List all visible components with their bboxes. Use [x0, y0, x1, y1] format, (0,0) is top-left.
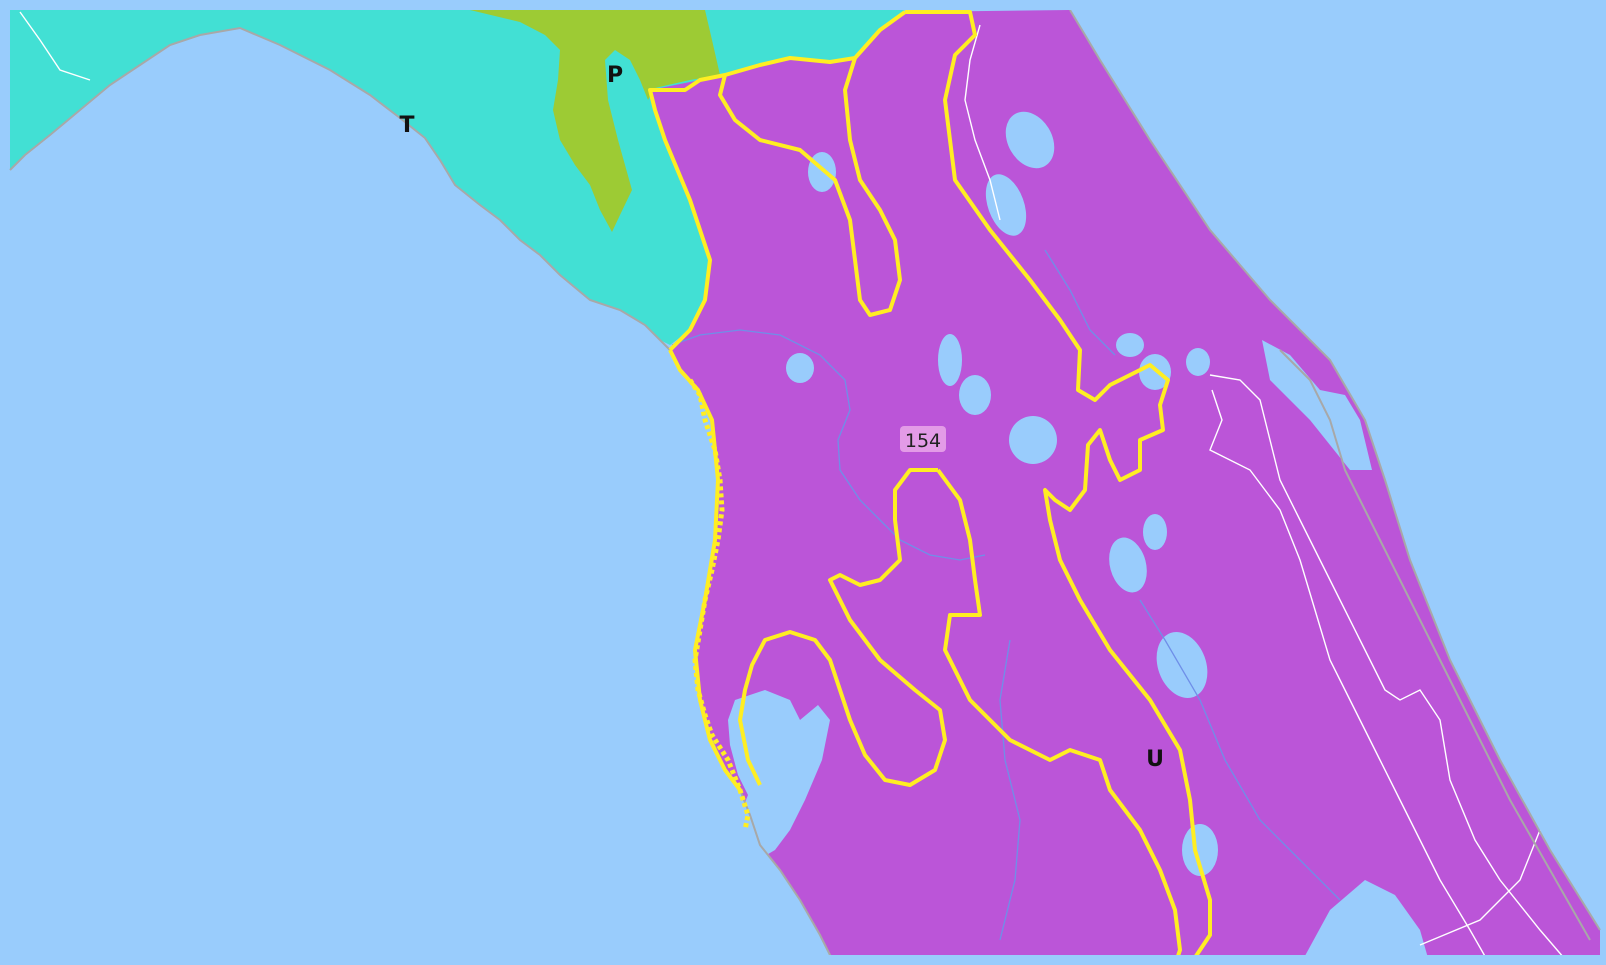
tampa-bay-water — [728, 690, 830, 860]
south-bay-water — [1300, 880, 1430, 965]
area-number-badge: 154 — [900, 426, 946, 452]
county-lines — [19, 11, 1571, 965]
east-lagoon-water — [1262, 340, 1372, 470]
frame-top-margin — [0, 0, 1606, 10]
zone-boundaries — [648, 10, 1212, 965]
area-number-label: 154 — [905, 430, 941, 452]
lakes — [786, 111, 1218, 876]
rivers — [671, 249, 1341, 941]
zone-t-label: T — [399, 113, 414, 138]
zone-t-region — [10, 10, 905, 345]
zone-p-label: P — [607, 63, 623, 88]
zone-p-region — [470, 10, 720, 232]
zone-u-label: U — [1146, 747, 1164, 772]
frame-bottom-margin — [0, 955, 1606, 965]
